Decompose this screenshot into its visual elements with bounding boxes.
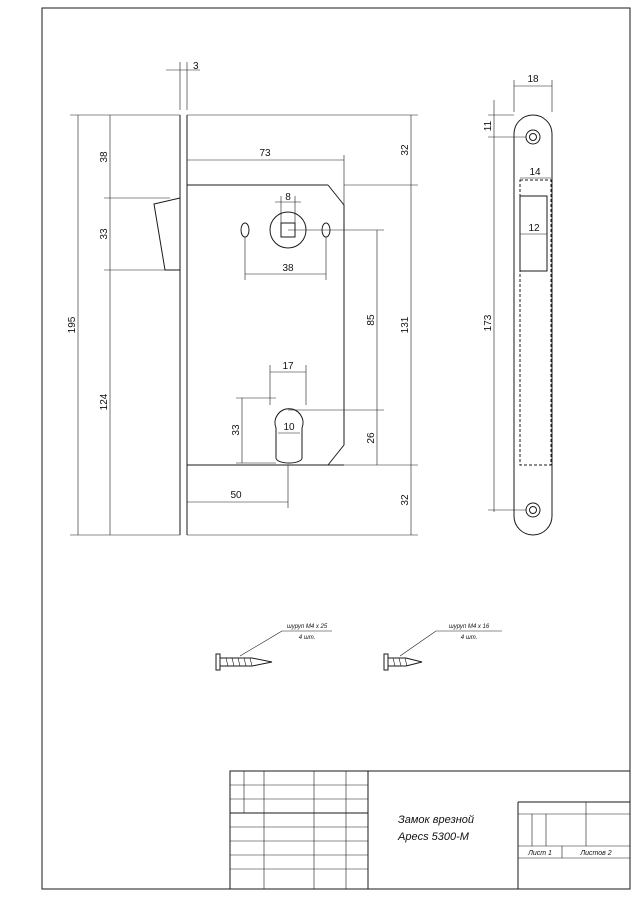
latch-bolt — [153, 197, 181, 271]
cylinder-cutout — [274, 408, 304, 464]
dim-spindle-square: 8 — [285, 192, 291, 203]
dim-body-height: 131 — [400, 316, 411, 333]
dim-top-margin: 32 — [400, 144, 411, 156]
dim-cylinder-width: 17 — [282, 361, 294, 372]
dim-latch-top-offset: 38 — [99, 151, 110, 163]
strike-dimension-lines — [488, 80, 553, 512]
dim-strike-width: 18 — [527, 74, 539, 85]
dim-latch-to-bottom: 124 — [99, 393, 110, 410]
sheet-frame — [41, 7, 631, 890]
title-line-2: Apecs 5300-M — [397, 831, 470, 843]
sheet-number: Лист 1 — [527, 850, 552, 857]
dim-strike-hole-spacing: 173 — [483, 314, 494, 331]
dim-plate-thickness: 3 — [193, 61, 199, 72]
title-block-grid — [229, 770, 631, 890]
screw-short-label: шуруп М4 х 16 — [449, 624, 490, 630]
mounting-hole-left — [240, 222, 250, 238]
dim-backset: 73 — [259, 148, 271, 159]
dim-spindle-to-cylinder: 85 — [366, 314, 377, 326]
dim-cylinder-backset: 50 — [230, 490, 242, 501]
strike-plate-outline — [513, 114, 553, 536]
screw-short — [383, 630, 502, 671]
lock-front-view — [153, 115, 345, 535]
sheet-count: Листов 2 — [579, 850, 611, 857]
strike-window — [519, 179, 552, 466]
dim-cylinder-slot: 10 — [283, 422, 295, 433]
dim-bottom-margin: 32 — [400, 494, 411, 506]
screw-short-qty: 4 шт. — [461, 635, 478, 641]
screw-long-label: шуруп М4 х 25 — [287, 624, 328, 630]
front-view-dimension-lines — [70, 62, 418, 536]
dim-strike-window-inner: 12 — [528, 223, 540, 234]
dim-cylinder-height: 33 — [231, 424, 242, 436]
dim-latch-height: 33 — [99, 228, 110, 240]
title-line-1: Замок врезной — [398, 814, 474, 826]
strike-latch-opening — [519, 195, 548, 272]
dim-cylinder-to-body-bottom: 26 — [366, 432, 377, 444]
dim-screw-spacing: 38 — [282, 263, 294, 274]
screw-long — [215, 630, 332, 671]
dim-strike-hole-offset: 11 — [483, 120, 494, 131]
strike-plate-view — [513, 114, 553, 536]
dim-strike-window-width: 14 — [529, 167, 541, 178]
screw-long-qty: 4 шт. — [299, 635, 316, 641]
dim-total-height: 195 — [67, 316, 78, 333]
